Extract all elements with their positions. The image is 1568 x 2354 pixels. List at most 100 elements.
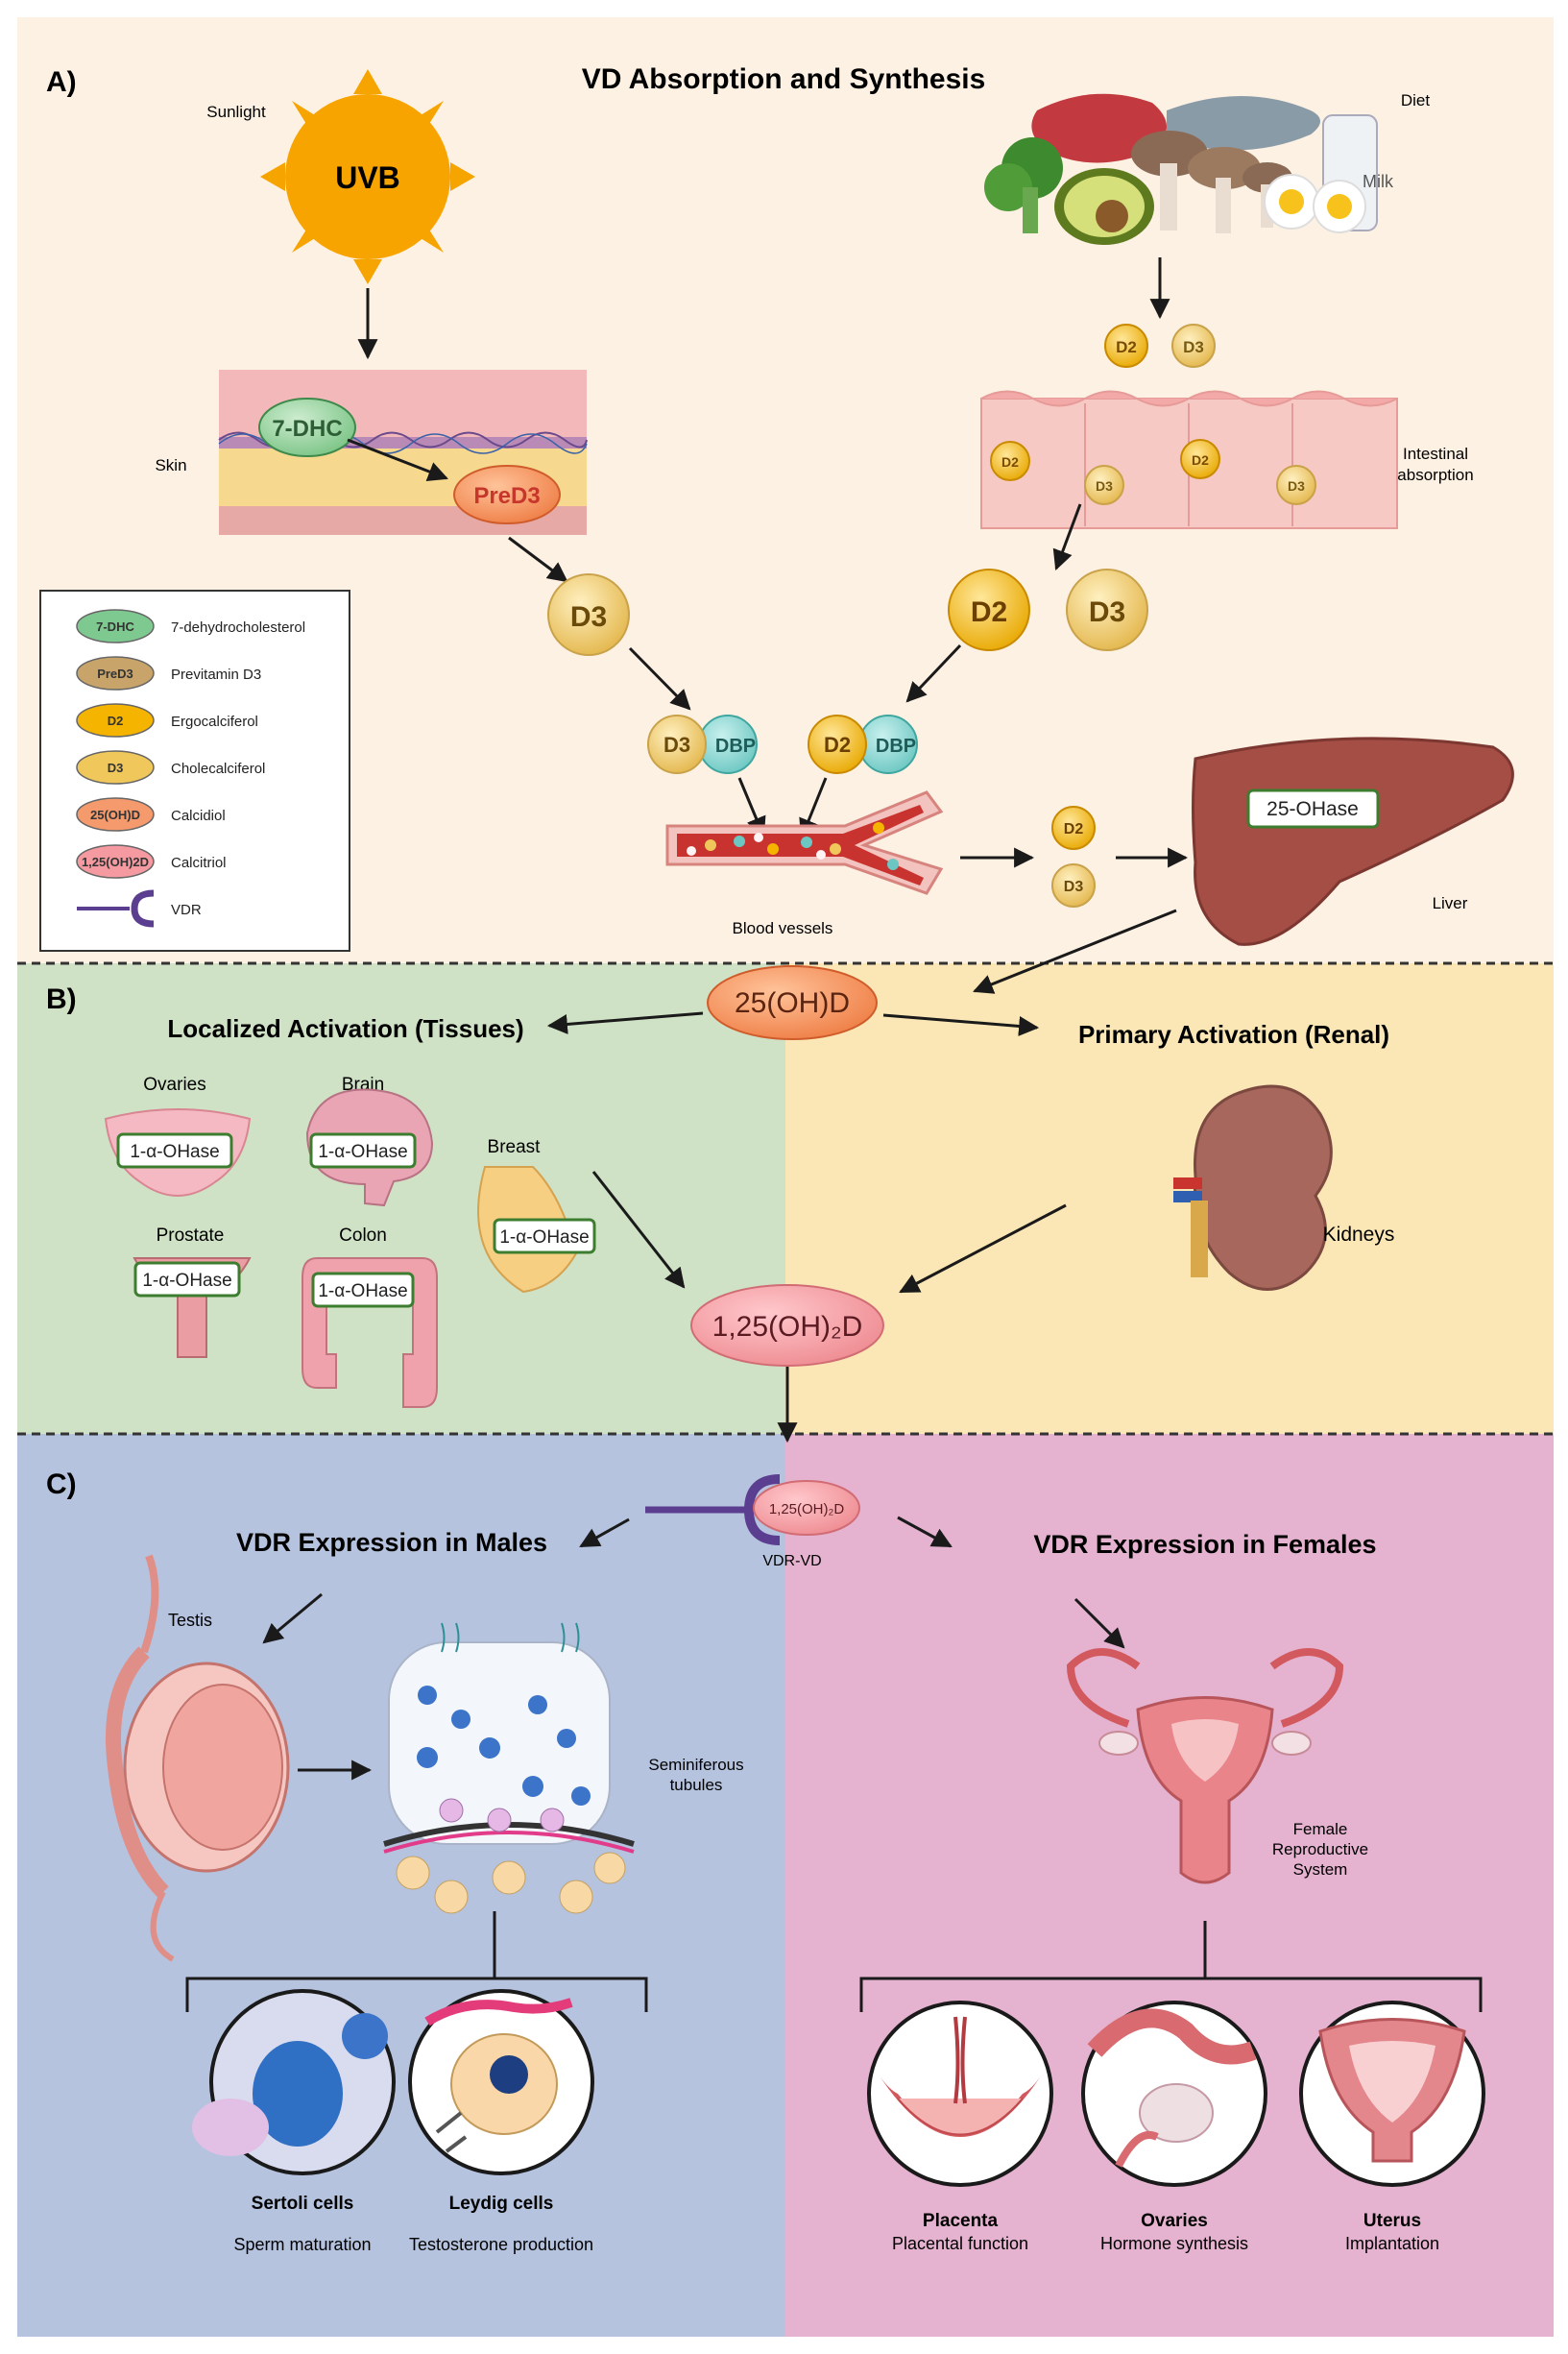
leydig-cell-illustration [408,1989,594,2175]
svg-text:D3: D3 [1288,478,1305,494]
females-title: VDR Expression in Females [1033,1530,1376,1559]
sertoli-cell-illustration [192,1989,396,2175]
tissue-1-alpha-ohase-box: 1-α-OHase [493,1218,596,1254]
svg-text:D3: D3 [570,601,607,633]
colon-tissue-label: Colon [339,1226,387,1246]
blood-vessels-label: Blood vessels [733,919,833,937]
panel-c-label: C) [46,1468,77,1500]
sertoli-function-label: Sperm maturation [233,2235,371,2254]
legend-label: Calcitriol [171,855,227,871]
localized-activation-title: Localized Activation (Tissues) [167,1014,523,1043]
svg-text:D3: D3 [663,733,690,757]
milk-label: Milk [1363,172,1394,191]
pred3-badge [453,465,561,524]
svg-text:D3: D3 [1089,596,1125,628]
legend-badge [76,797,155,832]
d2-dbp-complex [808,715,867,774]
uvb-label: UVB [335,160,400,195]
tissue-1-alpha-ohase-box: 1-α-OHase [311,1272,415,1308]
panel-a-label: A) [46,66,77,98]
skin-label: Skin [155,456,186,474]
1-alpha-ohase-label: 1-α-OHase [318,1142,407,1162]
kidneys-label: Kidneys [1323,1224,1395,1246]
diet-label: Diet [1401,91,1431,109]
legend-label: Cholecalciferol [171,761,265,777]
legend-label: Previtamin D3 [171,667,261,683]
legend-badge-text: 7-DHC [96,619,134,634]
blood-vessel-illustration [665,790,944,895]
legend-label: Calcidiol [171,808,226,824]
vdr-calcitriol-badge [753,1480,860,1536]
legend-item: D2 Ergocalciferol [76,703,258,738]
tissue-1-alpha-ohase-box: 1-α-OHase [133,1261,241,1298]
svg-text:D2: D2 [1192,452,1209,468]
legend-badge [76,750,155,785]
25ohd-badge [707,965,878,1040]
seminiferous-tubules-illustration [383,1622,635,1914]
ovaries-illustration [1081,2001,1267,2187]
uterus-label: Uterus [1363,2211,1421,2231]
panel-a-title: VD Absorption and Synthesis [582,63,986,95]
panel-c-right-background [785,1434,1554,2337]
panel-b-right-background [785,963,1554,1434]
svg-text:D2: D2 [1001,454,1019,470]
d3-skin-badge [547,573,630,656]
legend-label: VDR [171,902,202,918]
svg-text:D2: D2 [1116,338,1137,356]
placenta-function-label: Placental function [892,2234,1028,2253]
testis-label: Testis [168,1611,212,1630]
svg-text:D3: D3 [1183,338,1204,356]
legend-item: 25(OH)D Calcidiol [76,797,226,832]
ovaries-function-label: Hormone synthesis [1100,2234,1248,2253]
legend-badge [76,609,155,643]
ovaries-tissue-label: Ovaries [143,1075,205,1095]
female-system-label-1: Female [1293,1820,1348,1838]
legend-badge [76,703,155,738]
males-title: VDR Expression in Males [236,1528,547,1557]
svg-text:D3: D3 [1064,879,1084,895]
1-alpha-ohase-label: 1-α-OHase [142,1271,231,1291]
seminiferous-label-2: tubules [670,1776,723,1794]
legend-badge-text: D2 [108,714,124,728]
legend-label: Ergocalciferol [171,714,258,730]
1-alpha-ohase-label: 1-α-OHase [499,1227,589,1248]
svg-text:D2: D2 [971,596,1007,628]
svg-text:DBP: DBP [876,736,916,757]
legend-badge [76,844,155,879]
legend-badge-text: D3 [108,761,124,775]
liver-label: Liver [1433,894,1468,912]
1-alpha-ohase-label: 1-α-OHase [318,1281,407,1301]
d3-badge-small [1171,324,1216,368]
svg-text:DBP: DBP [715,736,756,757]
legend-item: D3 Cholecalciferol [76,750,265,785]
1-alpha-ohase-label: 1-α-OHase [130,1142,219,1162]
ovaries-label: Ovaries [1141,2211,1208,2231]
female-system-label-2: Reproductive [1272,1840,1368,1858]
placenta-illustration [867,2001,1053,2187]
d2-badge-small [1104,324,1148,368]
intestinal-label-1: Intestinal [1403,445,1468,463]
25ohd-text: 25(OH)D [735,987,850,1019]
vdr-icon [131,889,155,928]
calcitriol-text: 1,25(OH)₂D [712,1311,863,1343]
tissue-1-alpha-ohase-box: 1-α-OHase [116,1132,233,1169]
d3-dbp-complex [647,715,707,774]
vdr-receptor-icon [743,1474,781,1545]
prostate-tissue-label: Prostate [157,1226,225,1246]
d3-diet-badge [1066,569,1148,651]
diet-foods-illustration [984,93,1378,245]
kidney-illustration [1193,1084,1333,1291]
legend-item: VDR [77,889,202,928]
calcitriol-badge [690,1284,884,1367]
female-reproductive-system-illustration [1066,1648,1344,1884]
panel-c-left-background [17,1434,785,2337]
primary-activation-title: Primary Activation (Renal) [1078,1020,1389,1049]
legend-badge-text: 25(OH)D [90,808,140,822]
svg-text:D3: D3 [1096,478,1113,494]
25-ohase-box [1246,789,1380,829]
male-bracket [185,1977,648,2012]
